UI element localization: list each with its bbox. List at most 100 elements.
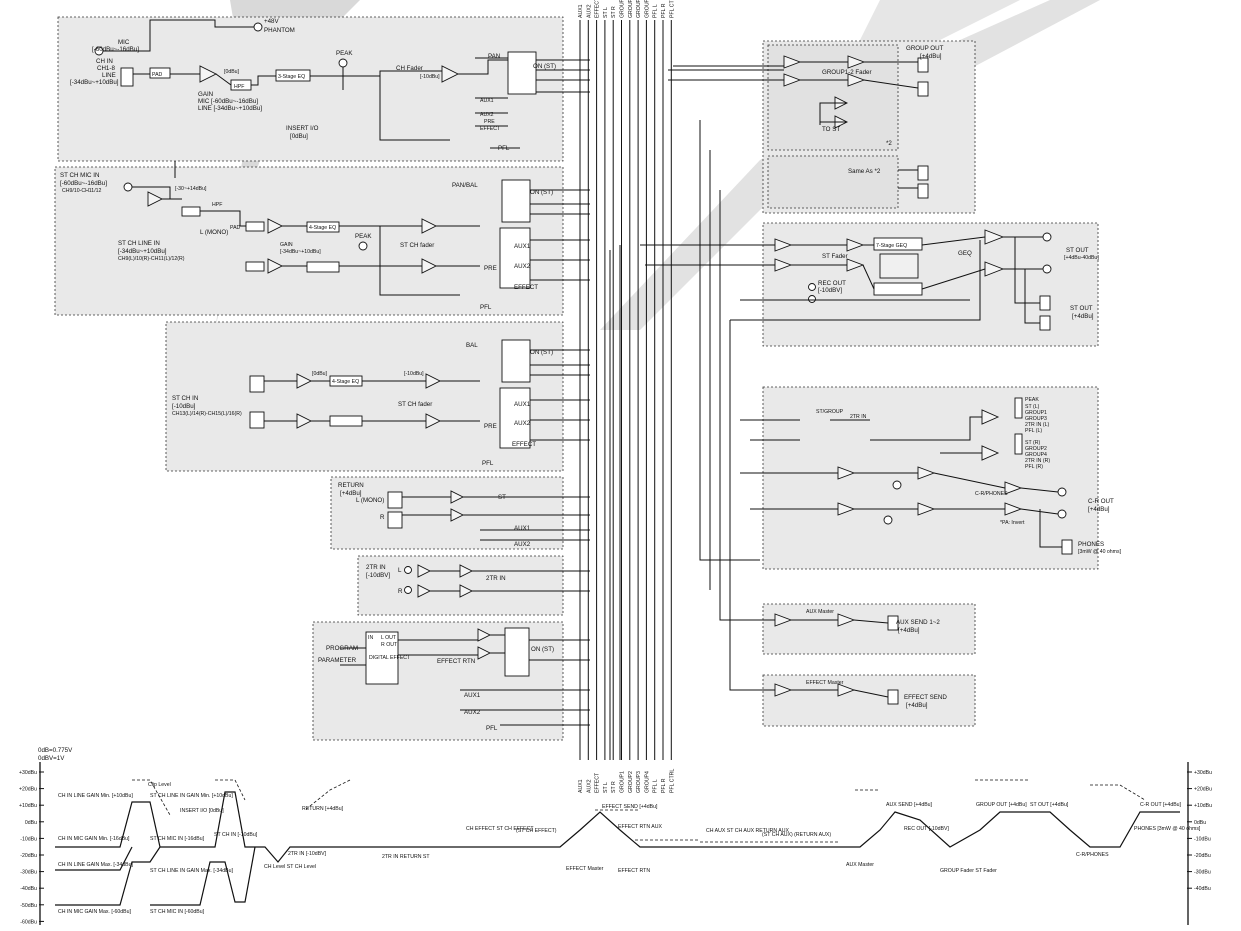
label-stch-hpf: HPF	[212, 202, 222, 208]
label-48v: +48V	[264, 18, 279, 25]
label-mon-g4: GROUP4	[1025, 452, 1047, 458]
label-2tr-level: [-10dBV]	[366, 572, 390, 579]
lvl-ch-line-min: CH IN LINE GAIN Min. [+10dBu]	[58, 793, 133, 799]
scale-tick-label: -10dBu	[1194, 836, 1211, 842]
lvl-stch-line-max: ST CH LINE IN GAIN Max. [-34dBu]	[150, 868, 233, 874]
label-stch-pre: PRE	[484, 265, 497, 272]
lvl-stch-effect: (ST CH EFFECT)	[516, 828, 557, 834]
label-insert-level: [0dBu]	[290, 133, 308, 140]
label-pa-invert: *PA: Invert	[1000, 520, 1025, 526]
st-ch-mic-circuit	[123, 161, 590, 296]
label-line-range: [-34dBu~+10dBu]	[70, 79, 119, 86]
bus-label-top: AUX2	[586, 4, 592, 18]
label-program: PROGRAM	[326, 645, 358, 652]
label-st-fader: ST Fader	[822, 253, 848, 260]
label-stch-mic-range: [-60dBu~-16dBu]	[60, 180, 107, 187]
lvl-return: RETURN [+4dBu]	[302, 806, 344, 812]
label-stin: ST CH IN	[172, 395, 198, 402]
left-scale: +30dBu+20dBu+10dBu0dBu-10dBu-20dBu-30dBu…	[19, 770, 44, 925]
st-ch-in-labels: ST CH IN [-10dBu] CH13(L)/14(R)-CH15(L)/…	[172, 342, 553, 467]
effect-master-section	[762, 674, 976, 727]
label-rec-level: [-10dBV]	[818, 287, 842, 294]
scale-tick-label: -20dBu	[20, 853, 37, 859]
return-circuit	[387, 490, 590, 541]
label-0dbu: [0dBu]	[224, 69, 240, 75]
bus-label-bottom: PFL CTRL	[669, 769, 675, 793]
bus-label-bottom: EFFECT	[595, 772, 601, 793]
label-eff-pfl: PFL	[486, 725, 498, 732]
lvl-cr-out: C-R OUT [+4dBu]	[1140, 802, 1182, 808]
lvl-2tr: 2TR IN [-10dBV]	[288, 851, 327, 857]
lvl-ch-line-max: CH IN LINE GAIN Max. [-34dBu]	[58, 862, 134, 868]
label-stin-0dbu: [0dBu]	[312, 371, 328, 377]
lvl-insert: INSERT I/O [0dBu]	[180, 808, 224, 814]
label-eff-lout: L OUT	[381, 635, 397, 641]
bus-label-top: PFL CTRL	[669, 0, 675, 18]
lvl-ch-aux: CH AUX ST CH AUX RETURN AUX	[706, 828, 789, 834]
scale-tick-label: -30dBu	[1194, 870, 1211, 876]
label-phantom: PHANTOM	[264, 27, 295, 34]
label-stch-aux2: AUX2	[514, 263, 531, 270]
lvl-stch-aux: (ST CH AUX) (RETURN AUX)	[762, 832, 831, 838]
label-stin-ch: CH13(L)/14(R)-CH15(L)/16(R)	[172, 411, 242, 417]
bus-label-top: EFFECT	[595, 0, 601, 18]
label-stin-fader: ST CH fader	[398, 401, 432, 408]
label-stch-range: [-30~+14dBu]	[175, 186, 207, 192]
label-effect: EFFECT	[480, 126, 501, 132]
pad-block	[149, 67, 171, 79]
label-pad: PAD	[152, 72, 163, 78]
bus-label-bottom: GROUP2	[628, 771, 634, 793]
scale-tick-label: 0dBu	[25, 820, 37, 826]
label-group-out: GROUP OUT	[906, 45, 944, 52]
lvl-rec-out: REC OUT [-10dBV]	[904, 826, 949, 832]
label-aux2: AUX2	[480, 112, 494, 118]
label-mon-st-r: ST (R)	[1025, 440, 1040, 446]
geq-block-r	[873, 282, 923, 296]
scale-tick-label: 0dBu	[1194, 820, 1206, 826]
bus-label-bottom: PFL R	[661, 778, 667, 793]
label-eff-on: ON (ST)	[531, 646, 554, 653]
label-st-out-xlr: ST OUT	[1066, 247, 1089, 254]
bus-label-top: GROUP1	[620, 0, 626, 18]
bus-label-top: GROUP3	[636, 0, 642, 18]
label-st-out-xlr-level: [+4dBu-40dBu]	[1064, 255, 1099, 261]
ch-in-labels: MIC [-60dBu~-16dBu] CH IN CH1-8 LINE [-3…	[70, 18, 556, 152]
label-ch-fader: CH Fader	[396, 65, 423, 72]
monitor-labels: ST/GROUP 2TR IN PEAK ST (L) GROUP1 GROUP…	[816, 397, 1122, 555]
scale-tick-label: +10dBu	[1194, 803, 1212, 809]
lvl-st-out: ST OUT [+4dBu]	[1030, 802, 1069, 808]
label-ref2: *2	[886, 140, 892, 147]
label-st-out-jack-level: [+4dBu]	[1072, 313, 1094, 320]
two-tr-circuit	[404, 564, 590, 598]
label-stch-gain-range: [-34dBu~+10dBu]	[280, 249, 321, 255]
label-hpf: HPF	[234, 84, 244, 90]
master-labels: AUX Master AUX SEND 1~2 [+4dBu] EFFECT M…	[806, 609, 947, 709]
group-out-labels: GROUP OUT [+4dBu] GROUP1-2 Fader TO ST S…	[822, 45, 944, 175]
bus-label-top: GROUP4	[644, 0, 650, 18]
lvl-aux-master: AUX Master	[846, 862, 874, 868]
st-ch-in-section	[165, 321, 564, 472]
label-pan: PAN	[488, 53, 500, 60]
label-eff-rout: R OUT	[381, 642, 398, 648]
scale-tick-label: -40dBu	[1194, 886, 1211, 892]
right-scale: +30dBu+20dBu+10dBu0dBu-10dBu-20dBu-30dBu…	[1187, 770, 1212, 892]
bus-label-bottom: GROUP1	[620, 771, 626, 793]
label-effect-rtn: EFFECT RTN	[437, 658, 475, 665]
bus-label-bottom: AUX2	[586, 779, 592, 793]
label-mon-st-l: ST (L)	[1025, 404, 1040, 410]
lvl-phones: PHONES [3mW @ 40 ohms]	[1134, 826, 1201, 832]
return-section	[330, 476, 564, 550]
aux-master-section	[762, 603, 976, 655]
label-on-st: ON (ST)	[533, 63, 556, 70]
label-return-level: [+4dBu]	[340, 490, 362, 497]
scale-tick-label: -20dBu	[1194, 853, 1211, 859]
level-diagram: 0dB=0.775V 0dBV=1V +30dBu+20dBu+10dBu0dB…	[19, 747, 1212, 925]
label-stin-aux2: AUX2	[514, 420, 531, 427]
label-stin-effect: EFFECT	[512, 441, 536, 448]
scale-tick-label: +30dBu	[1194, 770, 1212, 776]
label-fader-level: [-10dBu]	[420, 74, 440, 80]
geq-block-l	[873, 237, 923, 251]
bus-label-top: GROUP2	[628, 0, 634, 18]
ch-in-section	[57, 16, 564, 162]
two-tr-labels: 2TR IN [-10dBV] L R 2TR IN	[366, 564, 506, 595]
